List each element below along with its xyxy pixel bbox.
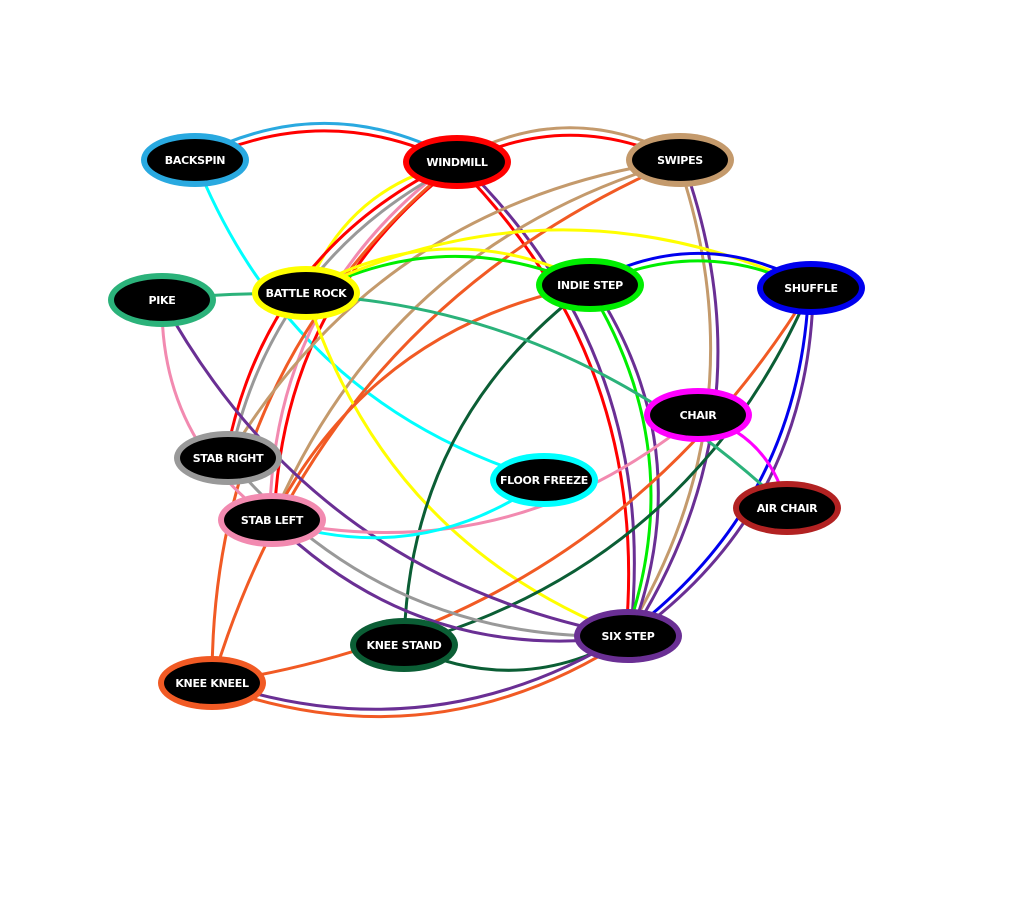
node-label-swipes: SWIPES (657, 154, 703, 167)
node-swipes[interactable]: SWIPES (626, 133, 734, 187)
edge-indie-step-to-knee-stand (402, 283, 592, 647)
node-windmill[interactable]: WINDMILL (403, 135, 511, 189)
node-knee-kneel[interactable]: KNEE KNEEL (158, 656, 266, 710)
edge-swipes-to-stab-left (270, 158, 682, 522)
node-body-swipes (632, 139, 728, 181)
edge-knee-kneel-to-six-step (210, 632, 630, 711)
node-floor-freeze[interactable]: FLOOR FREEZE (490, 453, 598, 507)
node-label-stab-right: STAB RIGHT (193, 452, 264, 465)
edge-windmill-to-six-step (457, 159, 636, 637)
node-body-six-step (580, 615, 676, 657)
node-label-shuffle: SHUFFLE (784, 282, 838, 295)
node-body-pike (114, 279, 210, 321)
node-stab-left[interactable]: STAB LEFT (218, 493, 326, 547)
edge-swipes-to-stab-right (226, 158, 682, 460)
node-shuffle[interactable]: SHUFFLE (757, 261, 865, 315)
node-body-chair (650, 394, 746, 436)
edge-shuffle-to-knee-stand (402, 286, 813, 647)
node-label-stab-left: STAB LEFT (241, 514, 304, 527)
node-label-six-step: SIX STEP (602, 630, 655, 643)
node-chair[interactable]: CHAIR (644, 388, 752, 442)
edge-knee-kneel-to-six-step (210, 636, 630, 719)
edge-indie-step-to-stab-left (270, 283, 592, 522)
node-knee-stand[interactable]: KNEE STAND (350, 618, 458, 672)
node-body-knee-stand (356, 624, 452, 666)
node-body-stab-left (224, 499, 320, 541)
node-label-backspin: BACKSPIN (165, 154, 225, 167)
node-body-windmill (409, 141, 505, 183)
node-body-knee-kneel (164, 662, 260, 704)
node-air-chair[interactable]: AIR CHAIR (733, 481, 841, 535)
node-body-floor-freeze (496, 459, 592, 501)
node-body-shuffle (763, 267, 859, 309)
edge-battle-rock-to-six-step (304, 291, 630, 638)
node-pike[interactable]: PIKE (108, 273, 216, 327)
node-body-indie-step (542, 264, 638, 306)
node-label-chair: CHAIR (680, 409, 718, 422)
nodes-layer: BACKSPIN WINDMILL SWIPES PIKE BATTLE ROCK IND… (108, 133, 865, 710)
edge-windmill-to-six-step (453, 161, 631, 639)
node-body-backspin (147, 139, 243, 181)
node-label-pike: PIKE (149, 294, 176, 307)
node-stab-right[interactable]: STAB RIGHT (174, 431, 282, 485)
node-indie-step[interactable]: INDIE STEP (536, 258, 644, 312)
node-label-indie-step: INDIE STEP (557, 279, 623, 292)
node-body-battle-rock (258, 272, 354, 314)
edge-stab-left-to-six-step (270, 518, 630, 643)
edge-indie-step-to-six-step (586, 283, 653, 638)
edge-pike-to-six-step (160, 298, 630, 638)
node-backspin[interactable]: BACKSPIN (141, 133, 249, 187)
node-label-air-chair: AIR CHAIR (757, 502, 818, 515)
node-body-stab-right (180, 437, 276, 479)
node-battle-rock[interactable]: BATTLE ROCK (252, 266, 360, 320)
node-label-knee-kneel: KNEE KNEEL (175, 677, 249, 690)
edge-battle-rock-to-shuffle (304, 228, 813, 295)
edge-chair-to-stab-left (270, 413, 700, 534)
node-six-step[interactable]: SIX STEP (574, 609, 682, 663)
edge-indie-step-to-six-step (590, 283, 660, 638)
node-body-air-chair (739, 487, 835, 529)
node-label-windmill: WINDMILL (426, 156, 488, 169)
node-label-floor-freeze: FLOOR FREEZE (500, 474, 588, 487)
edge-swipes-to-knee-kneel (210, 158, 682, 685)
edge-shuffle-to-knee-kneel (210, 286, 813, 685)
node-label-knee-stand: KNEE STAND (366, 639, 441, 652)
node-label-battle-rock: BATTLE ROCK (266, 287, 348, 300)
